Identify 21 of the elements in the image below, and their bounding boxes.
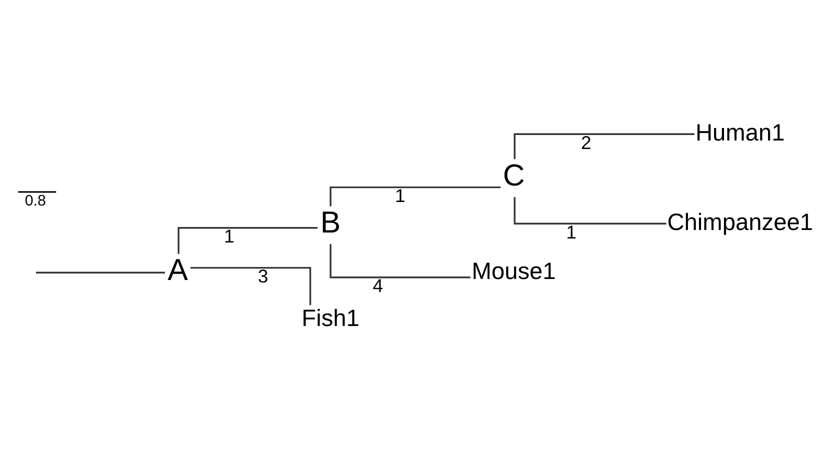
- node-text: A: [168, 253, 188, 288]
- edge-label: 2: [580, 132, 592, 153]
- node-text: Human1: [695, 120, 785, 146]
- edge-label: 1: [395, 185, 406, 206]
- node-text: Chimpanzee1: [667, 210, 813, 236]
- connector: [514, 197, 666, 224]
- connector: [330, 186, 501, 206]
- label: 0.8: [24, 192, 46, 210]
- edge-label: 4: [372, 275, 384, 296]
- node-text: Mouse1: [472, 258, 556, 285]
- node-text: B: [320, 206, 341, 240]
- edge-label: 3: [258, 266, 268, 287]
- connector: [36, 272, 165, 274]
- edge-label: 1: [566, 221, 576, 242]
- connector: [178, 227, 318, 254]
- node-text: C: [502, 158, 525, 192]
- edge-label: 1: [224, 226, 234, 247]
- connector: [190, 266, 312, 306]
- connector: [330, 244, 470, 278]
- connector: [514, 133, 694, 160]
- node-text: Fish1: [302, 306, 360, 332]
